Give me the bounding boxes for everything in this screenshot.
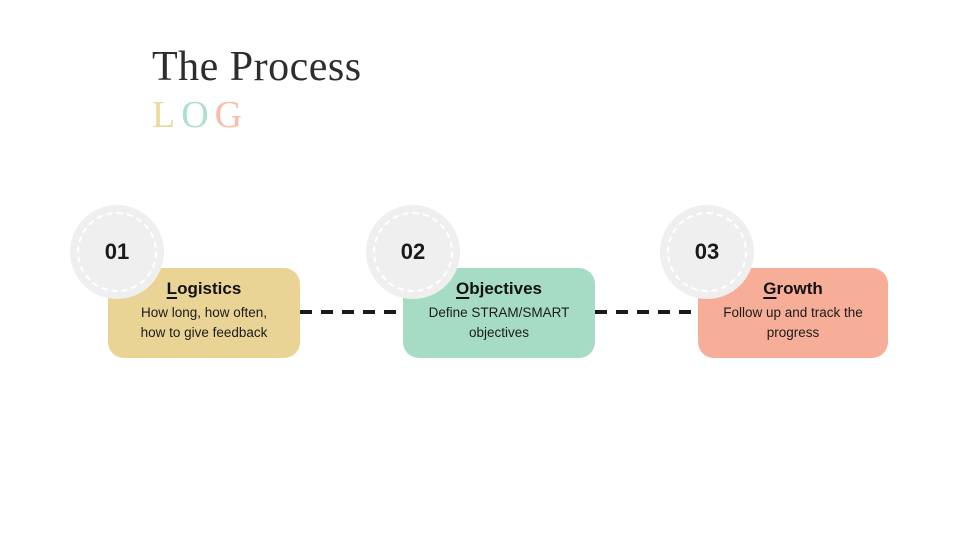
subtitle-log: LOG — [152, 94, 362, 137]
step-circle-1: 01 — [70, 205, 164, 299]
step-title-initial: L — [166, 279, 178, 298]
step-title-rest: bjectives — [469, 279, 542, 298]
step-title-rest: ogistics — [177, 279, 242, 298]
step-circle-2: 02 — [366, 205, 460, 299]
step-circle-3: 03 — [660, 205, 754, 299]
page-title: The Process — [152, 44, 362, 90]
title-block: The Process LOG — [152, 44, 362, 137]
subtitle-letter-o: O — [181, 94, 215, 137]
subtitle-letter-g: G — [214, 94, 249, 137]
step-number-1: 01 — [104, 239, 130, 264]
description-line: How long, how often, — [140, 305, 268, 321]
step-title-objectives: Objectives — [413, 279, 585, 299]
step-card-logistics: Logistics How long, how often, how to gi… — [108, 268, 300, 358]
step-card-growth: Growth Follow up and track the progress — [698, 268, 888, 358]
subtitle-letter-l: L — [152, 94, 182, 137]
dashed-connector-2 — [595, 310, 698, 314]
step-description-objectives: Define STRAM/SMART objectives — [413, 303, 585, 341]
dashed-ring-icon — [77, 212, 157, 292]
dashed-connector-1 — [300, 310, 403, 314]
step-number-2: 02 — [400, 239, 426, 264]
step-number-3: 03 — [694, 239, 720, 264]
dashed-ring-icon — [667, 212, 747, 292]
dashed-ring-icon — [373, 212, 453, 292]
step-title-logistics: Logistics — [118, 279, 290, 299]
step-title-initial: G — [763, 279, 777, 298]
step-description-growth: Follow up and track the progress — [708, 303, 878, 341]
description-line: objectives — [468, 324, 530, 340]
description-line: Follow up and track the — [723, 305, 863, 321]
step-title-growth: Growth — [708, 279, 878, 299]
description-line: progress — [766, 324, 820, 340]
description-line: Define STRAM/SMART — [428, 305, 570, 321]
step-description-logistics: How long, how often, how to give feedbac… — [118, 303, 290, 341]
description-line: how to give feedback — [140, 324, 268, 340]
step-title-initial: O — [456, 279, 470, 298]
step-title-rest: rowth — [776, 279, 823, 298]
